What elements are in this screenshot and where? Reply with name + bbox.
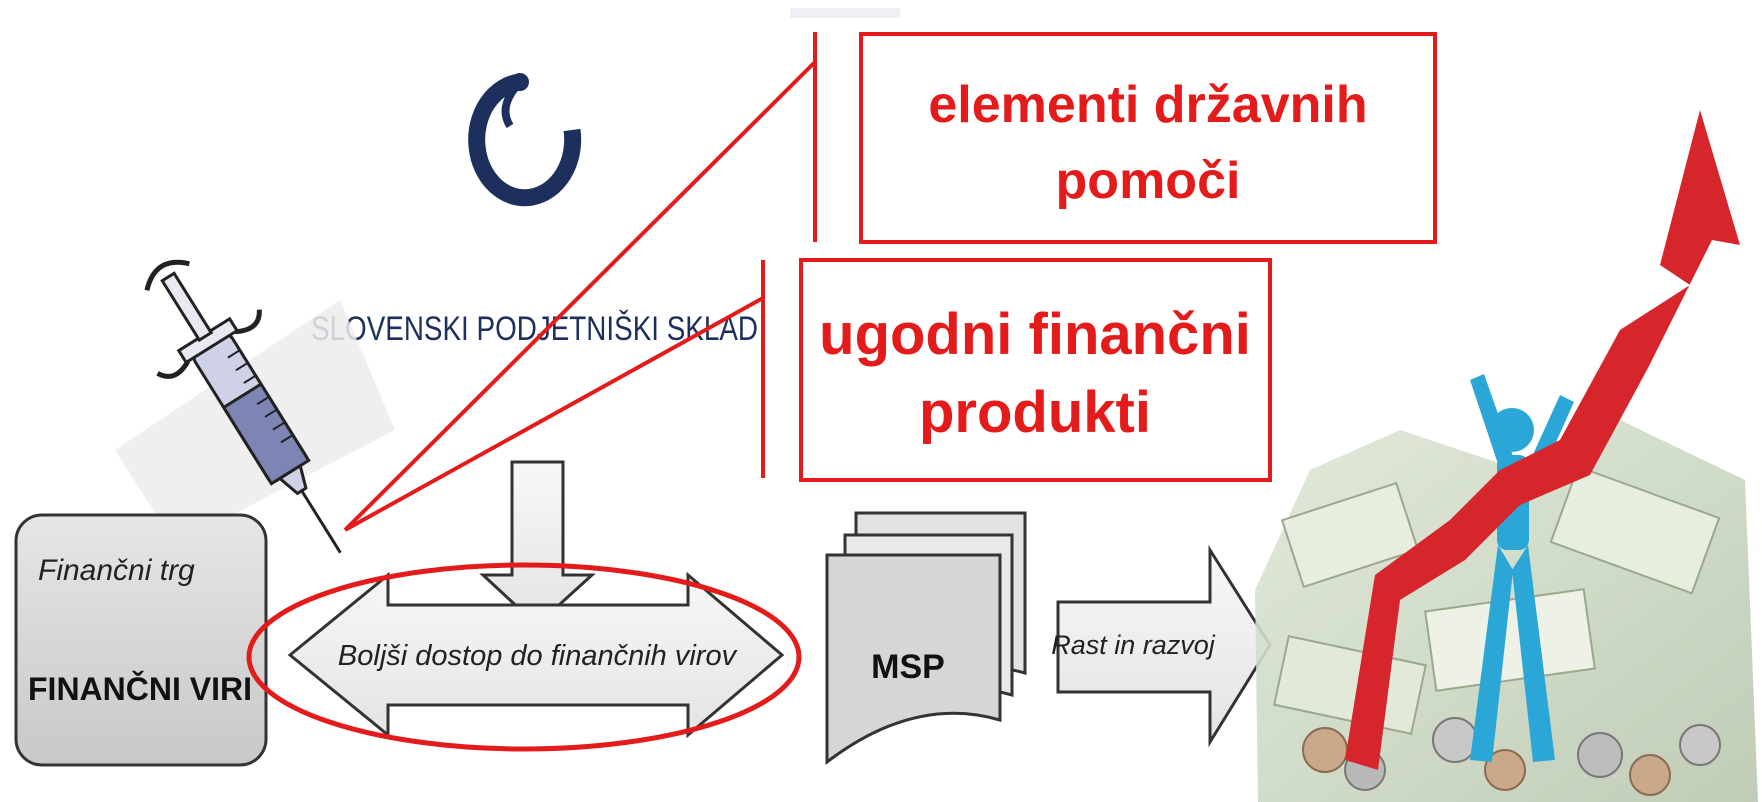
highlight-ellipse [246,562,802,752]
syringe-icon [115,259,395,554]
callout-lines [343,32,817,532]
sme-stack: MSP [825,511,1027,766]
callout-state-aid: elementi državnih pomoči [859,32,1437,244]
callout-line-bottom-diagonal [344,296,764,532]
callout-favorable-products: ugodni finančni produkti [799,258,1272,482]
callout-line-top-diagonal [343,60,817,532]
callout-products-line-2: produkti [919,380,1151,445]
market-box-subtitle: Finančni trg [38,554,195,587]
spirit-logo: SLOVENSKI PODJETNIŠKI SKLAD [311,73,758,348]
spirit-logo-icon [468,73,582,207]
sme-label: MSP [871,648,945,686]
market-box: Finančni trg FINANČNI VIRI [14,513,268,767]
growth-arrow: Rast in razvoj [1051,544,1272,748]
market-box-title: FINANČNI VIRI [28,671,252,707]
down-arrow [479,460,596,628]
growth-chart-money-icon [1255,110,1758,802]
double-arrow-label: Boljši dostop do finančnih virov [338,640,738,672]
callout-state-aid-line-2: pomoči [1056,152,1241,210]
double-arrow: Boljši dostop do finančnih virov [287,571,785,739]
callout-state-aid-line-1: elementi državnih [928,76,1367,134]
callout-products-line-1: ugodni finančni [819,302,1251,367]
background-strip [790,8,900,18]
growth-arrow-label: Rast in razvoj [1051,630,1216,660]
